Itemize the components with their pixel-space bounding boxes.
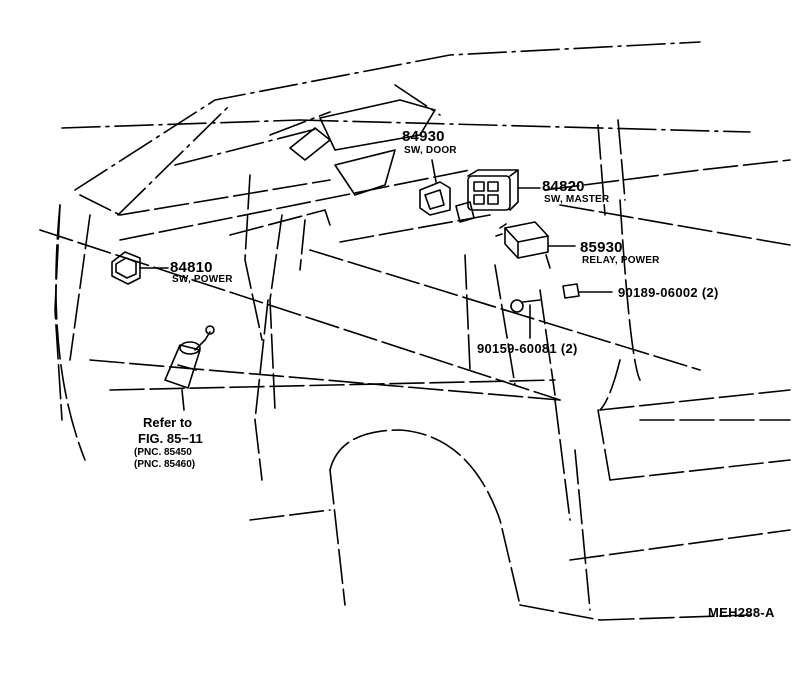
part-name-door-switch: SW, DOOR bbox=[404, 145, 457, 156]
part-number-door-switch: 84930 bbox=[402, 128, 445, 145]
reference-pnc-1: (PNC. 85450 bbox=[134, 447, 192, 458]
rear-side-panel bbox=[545, 120, 790, 480]
screw-fastener-part bbox=[511, 300, 540, 338]
part-number-master-switch: 84820 bbox=[542, 178, 585, 195]
reference-figure: FIG. 85−11 bbox=[138, 431, 203, 446]
clip-fastener-part bbox=[563, 284, 612, 298]
quarter-window bbox=[290, 100, 435, 195]
diagram-code: MEH288-A bbox=[708, 605, 775, 620]
reference-pnc-2: (PNC. 85460) bbox=[134, 459, 196, 470]
master-switch-part bbox=[456, 170, 540, 222]
fastener-screw-number: 90159-60081 (2) bbox=[477, 341, 578, 356]
regulator-motor-part bbox=[165, 326, 214, 410]
reference-line-1: Refer to bbox=[143, 415, 193, 430]
part-number-power-switch: 84810 bbox=[170, 259, 213, 276]
power-relay-part bbox=[496, 222, 575, 268]
door-switch-part bbox=[420, 160, 450, 215]
part-name-power-relay: RELAY, POWER bbox=[582, 255, 660, 266]
door-body-outline bbox=[40, 170, 700, 610]
part-name-master-switch: SW, MASTER bbox=[544, 194, 610, 205]
power-switch-part bbox=[112, 252, 168, 284]
part-number-power-relay: 85930 bbox=[580, 239, 623, 256]
part-name-power-switch: SW, POWER bbox=[172, 274, 233, 285]
wheel-arch bbox=[250, 430, 790, 620]
fastener-clip-number: 90189-06002 (2) bbox=[618, 285, 719, 300]
